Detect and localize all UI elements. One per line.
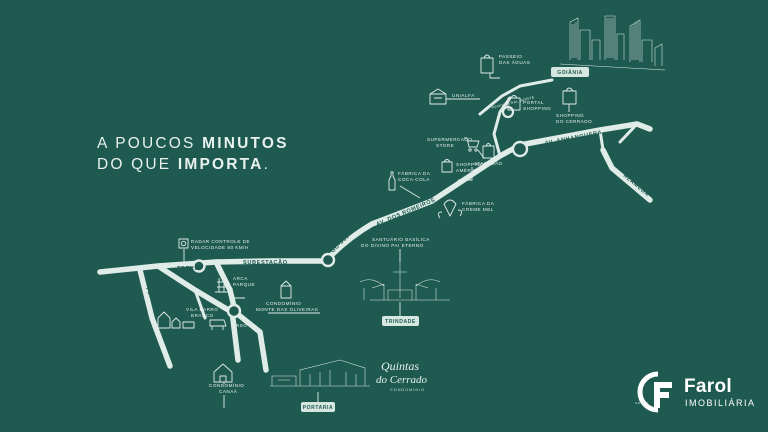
roundabouts <box>192 105 529 319</box>
label-arca-2: PARQUE <box>233 282 255 287</box>
quintas-logo-sub: CONDOMÍNIO <box>390 388 425 392</box>
road-urso <box>229 308 269 373</box>
shopping-america-icon <box>441 159 453 173</box>
house-icon <box>213 363 233 383</box>
shopping-cerrado-icon <box>562 87 577 105</box>
quintas-logo: Quintas do Cerrado CONDOMÍNIO <box>376 359 428 392</box>
road-label-romeiros: AV. DOS ROMEIROS <box>375 197 436 227</box>
farol-lighthouse-icon <box>637 371 672 413</box>
label-vila-2: BRANCO <box>191 313 214 318</box>
farol-logo: GRUPO Farol IMOBILIÁRIA <box>635 370 764 420</box>
park-icon <box>215 278 230 293</box>
road-branch-west <box>193 288 207 320</box>
goiania-skyline <box>559 15 666 71</box>
quintas-logo-line1: Quintas <box>381 359 419 373</box>
road-anhanguera <box>517 121 653 148</box>
building-icon <box>280 280 292 299</box>
label-arca-1: ARCA <box>233 276 248 281</box>
road-subestacao <box>213 258 329 265</box>
label-cerrado-2: DO CERRADO <box>556 119 592 124</box>
label-monte-1: CONDOMÍNIO <box>266 300 301 306</box>
farol-brand-name: Farol <box>684 376 732 397</box>
farol-brand-sub: IMOBILIÁRIA <box>685 398 756 408</box>
label-canaa-1: CONDOMÍNIO <box>209 382 244 388</box>
bear-icon <box>209 319 227 330</box>
passeio-icon <box>480 54 494 74</box>
badge-goiania-bg <box>551 67 589 77</box>
headline: A POUCOS MINUTOS DO QUE IMPORTA. <box>97 133 289 175</box>
basilica-illustration <box>359 262 450 301</box>
headline-text-2: DO QUE <box>97 156 178 173</box>
label-radar-1: RADAR CONTROLE DE <box>191 239 250 244</box>
road-connector-portal <box>492 96 512 158</box>
label-america-2: AMÉRICA <box>456 167 481 173</box>
badge-trindade-bg <box>382 316 419 326</box>
quintas-logo-line2: do Cerrado <box>376 374 428 386</box>
badge-portaria-bg <box>301 402 335 412</box>
label-unialfa: UNIALFA <box>452 93 475 98</box>
label-santuario-2: DO DIVINO PAI ETERNO <box>361 243 424 248</box>
label-passeio-1: PASSEIO <box>499 54 522 59</box>
label-coca-1: FÁBRICA DA <box>398 170 431 176</box>
portaria-illustration <box>270 359 370 387</box>
badge-goiania: GOIÂNIA <box>557 69 583 76</box>
label-santuario-1: SANTUÁRIO BASÍLICA <box>372 236 430 242</box>
road-alameda <box>600 147 653 203</box>
label-canaa-2: CANAÃ <box>219 388 238 394</box>
label-portal-2: SHOPPING <box>523 106 551 111</box>
label-america-1: SHOPPING <box>456 162 484 167</box>
farol-tiny-label: GRUPO <box>635 401 649 405</box>
radar-camera-icon <box>178 238 189 249</box>
road-label-alameda: ALAMEDA <box>622 173 651 198</box>
label-portal-1: PORTAL <box>523 100 544 105</box>
houses-icon <box>157 311 195 329</box>
coca-cola-bottle-icon <box>388 171 396 191</box>
roundabout-urso <box>226 303 242 319</box>
headline-emphasis-1: MINUTOS <box>202 135 289 152</box>
label-coca-2: COCA-COLA <box>398 177 430 182</box>
road-label-trevo: TREVO <box>177 266 199 272</box>
label-urso: URSO <box>232 323 247 328</box>
badge-trindade: TRINDADE <box>385 319 416 325</box>
label-creme-2: CREME MEL <box>462 207 494 212</box>
road-perimetral <box>478 78 554 116</box>
cart-icon <box>464 137 480 152</box>
ice-cream-icon <box>437 199 463 219</box>
label-cerrado-1: SHOPPING <box>556 113 584 118</box>
road-label-subestacao: SUBESTAÇÃO <box>243 259 288 266</box>
headline-emphasis-2: IMPORTA <box>177 156 264 173</box>
label-monte-2: MONTE DAS OLIVEIRAS <box>256 307 318 312</box>
label-passeio-2: DAS ÁGUAS <box>499 59 530 65</box>
label-radar-2: VELOCIDADE 80 KM/H <box>191 245 249 250</box>
label-super-2: STORE <box>436 143 454 148</box>
label-vila-1: VILA BARRO <box>186 307 218 312</box>
headline-period: . <box>263 156 271 173</box>
atacadao-icon <box>482 143 495 159</box>
unialfa-icon <box>429 88 447 105</box>
label-creme-1: FÁBRICA DA <box>462 200 495 206</box>
headline-line2: DO QUE IMPORTA. <box>97 156 270 173</box>
label-super-1: SUPERMERCADO <box>427 137 472 142</box>
roundabout-trevo <box>192 259 206 273</box>
road-spur-ne <box>598 122 639 152</box>
road-ferrovia <box>137 267 173 369</box>
headline-line1: A POUCOS MINUTOS <box>97 135 289 152</box>
portal-shopping-icon <box>507 95 521 111</box>
roundabout-go060 <box>320 252 336 268</box>
headline-text-1: A POUCOS <box>97 135 203 152</box>
label-atacadao: ATACADÃO <box>474 160 503 166</box>
roundabout-anhanguera <box>511 140 529 158</box>
badge-portaria: PORTARIA <box>303 405 334 411</box>
